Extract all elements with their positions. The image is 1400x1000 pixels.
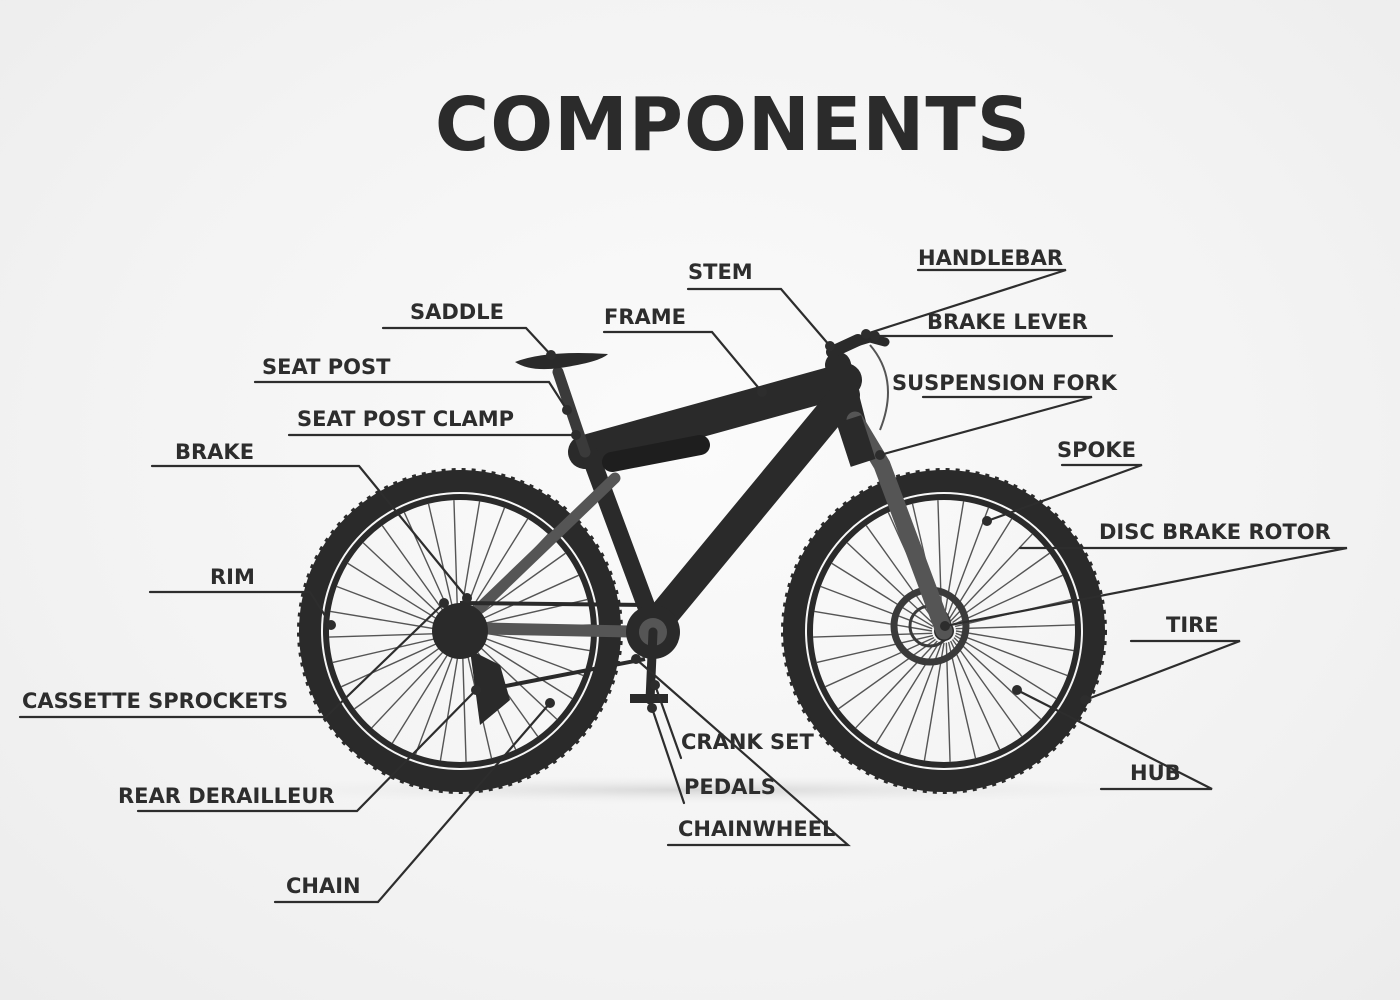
label-seat-post-clamp: SEAT POST CLAMP	[297, 407, 514, 431]
front-wheel	[781, 468, 1107, 794]
label-seat-post: SEAT POST	[262, 355, 391, 379]
label-rim: RIM	[210, 565, 255, 589]
spoke	[371, 640, 454, 729]
label-rear-derailleur: REAR DERAILLEUR	[118, 784, 335, 808]
label-tire: TIRE	[1166, 613, 1219, 637]
label-disc-brake-rotor: DISC BRAKE ROTOR	[1099, 520, 1331, 544]
spoke	[816, 634, 934, 664]
label-brake: BRAKE	[175, 440, 254, 464]
front-tire	[783, 470, 1105, 792]
spoke	[391, 641, 457, 744]
saddle	[515, 353, 608, 370]
spoke	[955, 632, 1068, 677]
label-cassette-sprockets: CASSETTE SPROCKETS	[22, 689, 288, 713]
label-frame: FRAME	[604, 305, 686, 329]
spoke	[825, 637, 935, 688]
leader-lines	[18, 268, 1348, 904]
spoke	[354, 638, 452, 710]
spoke	[341, 637, 451, 688]
spoke	[471, 632, 584, 677]
diagram-title: COMPONENTS	[434, 82, 1032, 168]
spoke	[950, 640, 1001, 750]
brake-cable	[869, 344, 889, 431]
label-saddle: SADDLE	[410, 300, 504, 324]
spoke	[469, 574, 579, 625]
spoke	[952, 552, 1050, 624]
spoke	[838, 638, 936, 710]
crank-arm	[645, 627, 658, 705]
spoke	[820, 585, 933, 630]
spoke	[814, 610, 933, 632]
spoke	[439, 642, 461, 761]
labels: STEM HANDLEBAR SADDLE FRAME BRAKE LEVER …	[22, 246, 1331, 898]
handlebar	[845, 333, 890, 349]
spoke	[414, 642, 459, 755]
chain-path	[459, 601, 654, 692]
spoke	[953, 574, 1063, 625]
label-spoke: SPOKE	[1057, 438, 1136, 462]
spoke	[831, 562, 934, 628]
spoke	[855, 640, 938, 729]
spoke	[330, 610, 449, 632]
spoke	[469, 637, 558, 720]
spoke	[945, 642, 951, 762]
spoke	[468, 552, 566, 624]
spoke	[954, 634, 1057, 700]
label-chainwheel: CHAINWHEEL	[678, 817, 835, 841]
spoke	[329, 632, 449, 638]
bicycle	[297, 333, 1107, 794]
spoke	[943, 501, 965, 620]
label-crank-set: CRANK SET	[681, 730, 814, 754]
spoke	[470, 634, 573, 700]
spoke	[951, 639, 1023, 737]
pedal	[630, 694, 668, 703]
cassette	[432, 603, 488, 659]
leader-dots	[326, 329, 1090, 713]
spoke	[955, 624, 1075, 630]
label-stem: STEM	[688, 260, 753, 284]
spoke	[336, 585, 449, 630]
spoke	[332, 634, 450, 664]
spoke	[846, 542, 935, 625]
label-chain: CHAIN	[286, 874, 361, 898]
spoke	[427, 503, 457, 621]
spoke	[955, 630, 1074, 652]
spoke	[453, 500, 459, 620]
label-pedals: PEDALS	[684, 775, 776, 799]
label-handlebar: HANDLEBAR	[918, 246, 1063, 270]
label-hub: HUB	[1130, 761, 1181, 785]
spoke	[953, 637, 1042, 720]
label-brake-lever: BRAKE LEVER	[927, 310, 1088, 334]
label-suspension-fork: SUSPENSION FORK	[892, 371, 1118, 395]
front-rim	[807, 494, 1081, 768]
rear-derailleur-body	[470, 650, 510, 725]
spoke	[947, 641, 977, 759]
